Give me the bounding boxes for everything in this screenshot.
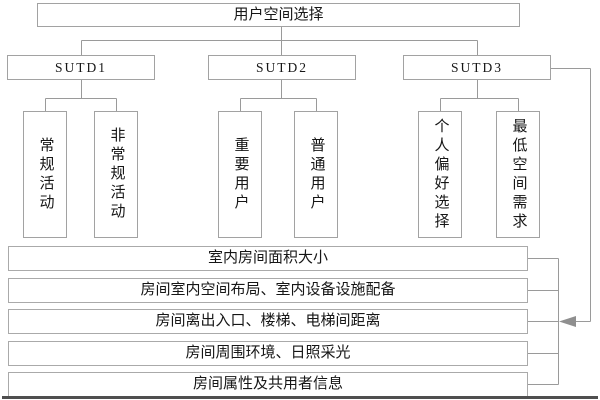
bottom-edge-rule — [2, 396, 598, 399]
criteria-row-attributes-cousers: 房间属性及共用者信息 — [8, 372, 528, 397]
node-label: 用户空间选择 — [233, 6, 324, 23]
node-label: 普通用户 — [308, 136, 325, 213]
root-to-sutd-connectors — [81, 27, 478, 55]
criteria-label: 房间室内空间布局、室内设备设施配备 — [140, 282, 396, 298]
sutd3-feedback-line — [551, 68, 591, 327]
criteria-row-room-area: 室内房间面积大小 — [8, 246, 528, 271]
node-personal-preference: 个人偏好选择 — [418, 111, 462, 238]
sutd2-child-connectors — [240, 80, 317, 111]
node-label: SUTD1 — [54, 59, 107, 75]
left-arrowhead-icon — [559, 316, 576, 327]
sutd1-child-connectors — [45, 80, 117, 111]
node-regular-activity: 常规活动 — [23, 111, 67, 238]
criteria-bus-connectors — [528, 258, 559, 385]
node-sutd1: SUTD1 — [7, 55, 155, 80]
node-label: 非常规活动 — [108, 127, 125, 222]
node-sutd2: SUTD2 — [208, 55, 356, 80]
criteria-row-layout-facilities: 房间室内空间布局、室内设备设施配备 — [8, 278, 528, 303]
criteria-label: 房间离出入口、楼梯、电梯间距离 — [155, 313, 381, 329]
node-ordinary-user: 普通用户 — [294, 111, 338, 238]
node-label: 最低空间需求 — [510, 117, 527, 232]
node-sutd3: SUTD3 — [403, 55, 551, 80]
node-irregular-activity: 非常规活动 — [94, 111, 138, 238]
node-label: SUTD3 — [450, 59, 503, 75]
node-label: 重要用户 — [232, 136, 249, 213]
node-user-space-selection: 用户空间选择 — [37, 3, 520, 27]
criteria-label: 室内房间面积大小 — [207, 250, 328, 266]
node-minimum-space-need: 最低空间需求 — [496, 111, 540, 238]
node-label: SUTD2 — [255, 59, 308, 75]
node-label: 个人偏好选择 — [432, 117, 449, 232]
node-important-user: 重要用户 — [218, 111, 262, 238]
sutd3-child-connectors — [440, 80, 519, 111]
criteria-label: 房间周围环境、日照采光 — [185, 345, 351, 361]
criteria-row-distance: 房间离出入口、楼梯、电梯间距离 — [8, 309, 528, 334]
node-label: 常规活动 — [37, 136, 54, 213]
criteria-row-environment-daylight: 房间周围环境、日照采光 — [8, 341, 528, 366]
criteria-label: 房间属性及共用者信息 — [192, 376, 343, 392]
